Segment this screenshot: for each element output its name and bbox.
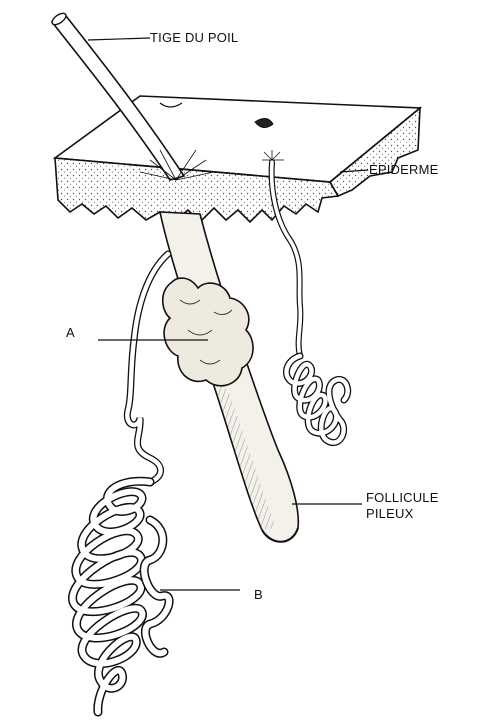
leader-tige [88,38,150,40]
label-follicule-line1: FOLLICULE [366,490,439,506]
label-follicule-line2: PILEUX [366,506,439,522]
label-epiderme: ÉPIDERME [369,162,439,178]
sebaceous-gland [163,278,253,386]
label-a: A [66,325,75,341]
label-tige-du-poil: TIGE DU POIL [150,30,238,46]
label-follicule-pileux: FOLLICULE PILEUX [366,490,439,522]
label-b: B [254,587,263,603]
